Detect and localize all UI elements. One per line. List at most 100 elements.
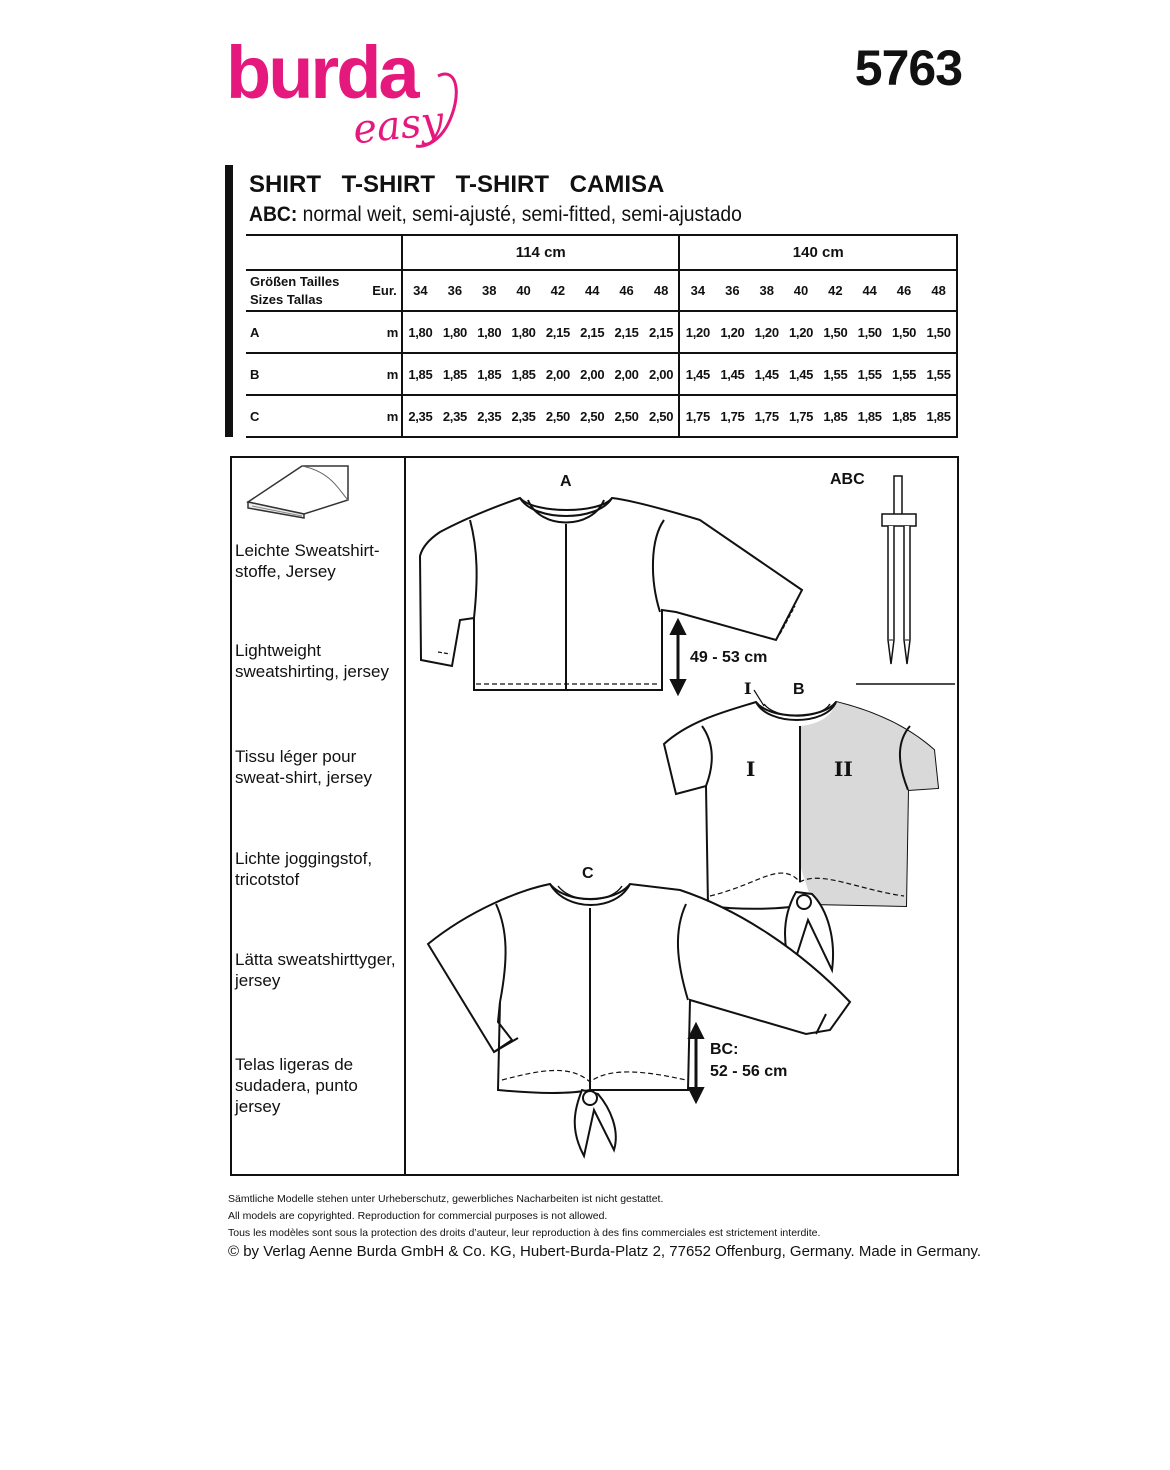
size-cell: 36 [715,269,750,311]
fabric-es: Telas ligeras de sudadera, punto jersey [235,1055,358,1116]
size-cell: 42 [818,269,853,311]
fit-description: ABC: normal weit, semi-ajusté, semi-fitt… [249,202,742,228]
yardage-cell: 1,85 [506,352,541,395]
length-arrow-a [669,617,687,697]
yardage-cell: 1,20 [715,310,750,353]
garment-titles: SHIRT T-SHIRT T-SHIRT CAMISA [249,170,678,200]
yardage-cell: 2,15 [540,310,576,353]
title-de: SHIRT [249,171,321,198]
yardage-cell: 1,50 [852,310,887,353]
view-label: A [246,310,368,353]
fit-prefix: ABC: [249,203,298,226]
yardage-cell: 2,35 [402,394,438,438]
yardage-cell: 1,55 [852,352,887,395]
logo-easy-text: easy [351,98,447,153]
size-cell: 42 [540,269,576,311]
yardage-row-b: B m 1,85 1,85 1,85 1,85 2,00 2,00 2,00 2… [246,352,958,395]
yardage-cell: 1,85 [472,352,507,395]
copyright-line: © by Verlag Aenne Burda GmbH & Co. KG, H… [228,1243,982,1260]
size-cell: 38 [749,269,784,311]
label-c: C [582,865,594,882]
copyright-note-en: All models are copyrighted. Reproduction… [228,1210,608,1222]
yardage-cell: 1,85 [921,394,958,438]
size-cell: 36 [437,269,473,311]
yardage-cell: 1,80 [437,310,473,353]
yardage-cell: 2,50 [575,394,610,438]
yardage-cell: 2,50 [540,394,576,438]
panel-ii-label: II [834,757,853,781]
yardage-cell: 2,35 [437,394,473,438]
yardage-cell: 1,75 [783,394,819,438]
yardage-cell: 1,45 [783,352,819,395]
length-a-text: 49 - 53 cm [690,649,767,666]
label-abc: ABC [830,471,865,488]
logo-burda-text: burda [226,36,420,114]
yardage-cell: 1,85 [818,394,853,438]
width-140-header: 140 cm [678,234,958,270]
title-fr: T-SHIRT [341,171,435,198]
label-a: A [560,473,572,490]
size-cell: 40 [783,269,819,311]
yardage-cell: 1,75 [678,394,716,438]
panel-i-label: I [746,757,755,781]
illustration-box [230,456,959,1176]
yardage-cell: 1,85 [402,352,438,395]
yardage-cell: 2,50 [643,394,680,438]
view-label: B [246,352,368,395]
yardage-cell: 1,50 [818,310,853,353]
yardage-cell: 1,85 [886,394,922,438]
yardage-cell: 1,55 [818,352,853,395]
fabric-fr: Tissu léger pour sweat-shirt, jersey [235,747,372,787]
yardage-cell: 1,50 [921,310,958,353]
fabric-en: Lightweight sweatshirting, jersey [235,641,390,681]
view-label: C [246,394,368,438]
view-b-drawing [662,700,940,974]
width-header-row: 114 cm 140 cm [246,234,958,270]
yardage-cell: 2,00 [609,352,644,395]
logo-swoosh [415,72,458,148]
size-cell: 48 [643,269,680,311]
unit-label: m [368,310,403,353]
yardage-cell: 1,55 [886,352,922,395]
panel-ii-shade [800,702,938,906]
yardage-cell: 1,75 [715,394,750,438]
size-cell: 48 [921,269,958,311]
title-en: T-SHIRT [455,171,549,198]
yardage-cell: 1,80 [506,310,541,353]
label-i-top: I [744,679,751,698]
yardage-cell: 1,45 [749,352,784,395]
yardage-cell: 2,15 [643,310,680,353]
fabric-column-divider [404,456,406,1176]
title-es: CAMISA [569,171,665,198]
size-cell: 46 [609,269,644,311]
twin-needle-icon [881,475,917,665]
length-arrow-bc [687,1021,705,1105]
yardage-cell: 2,00 [540,352,576,395]
garment-illustrations: A 49 - 53 cm ABC I B I II [418,471,955,1159]
size-cell: 40 [506,269,541,311]
yardage-cell: 1,45 [678,352,716,395]
unit-label: m [368,352,403,395]
unit-label: m [368,394,403,438]
fabric-de: Leichte Sweatshirt- stoffe, Jersey [235,541,380,581]
size-cell: 38 [472,269,507,311]
yardage-row-a: A m 1,80 1,80 1,80 1,80 2,15 2,15 2,15 2… [246,310,958,353]
yardage-cell: 1,20 [783,310,819,353]
view-a-drawing [418,496,804,691]
yardage-cell: 1,85 [852,394,887,438]
label-b: B [793,681,805,698]
yardage-cell: 2,35 [506,394,541,438]
copyright-note-fr: Tous les modèles sont sous la protection… [228,1227,821,1239]
yardage-cell: 1,45 [715,352,750,395]
yardage-cell: 2,50 [609,394,644,438]
fabric-roll-icon [246,465,349,519]
yardage-cell: 1,50 [886,310,922,353]
size-cell: 34 [402,269,438,311]
yardage-cell: 2,35 [472,394,507,438]
header-accent-bar [225,165,233,437]
burda-easy-logo: burda easy [226,36,458,153]
yardage-cell: 1,80 [402,310,438,353]
yardage-cell: 1,85 [437,352,473,395]
